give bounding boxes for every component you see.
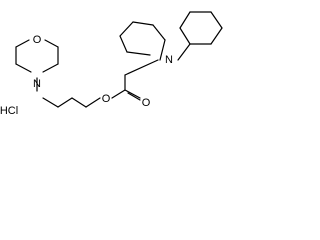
salt-label: HCl [0,105,18,117]
phenyl-ring-left [119,21,166,61]
phenyl-ring-right [177,11,223,61]
ester-oxygen-label: O [102,93,111,105]
ring-oxygen-label: O [33,34,42,46]
amide-nitrogen-label: N [165,54,173,66]
carbonyl-oxygen-label: O [142,97,151,109]
chemical-structure: O N O O N HCl [0,11,223,117]
morpholine-nitrogen-label: N [33,78,41,90]
ethyl-linker [36,77,101,108]
morpholine-ring [15,39,59,73]
carbamate-group [111,59,159,101]
